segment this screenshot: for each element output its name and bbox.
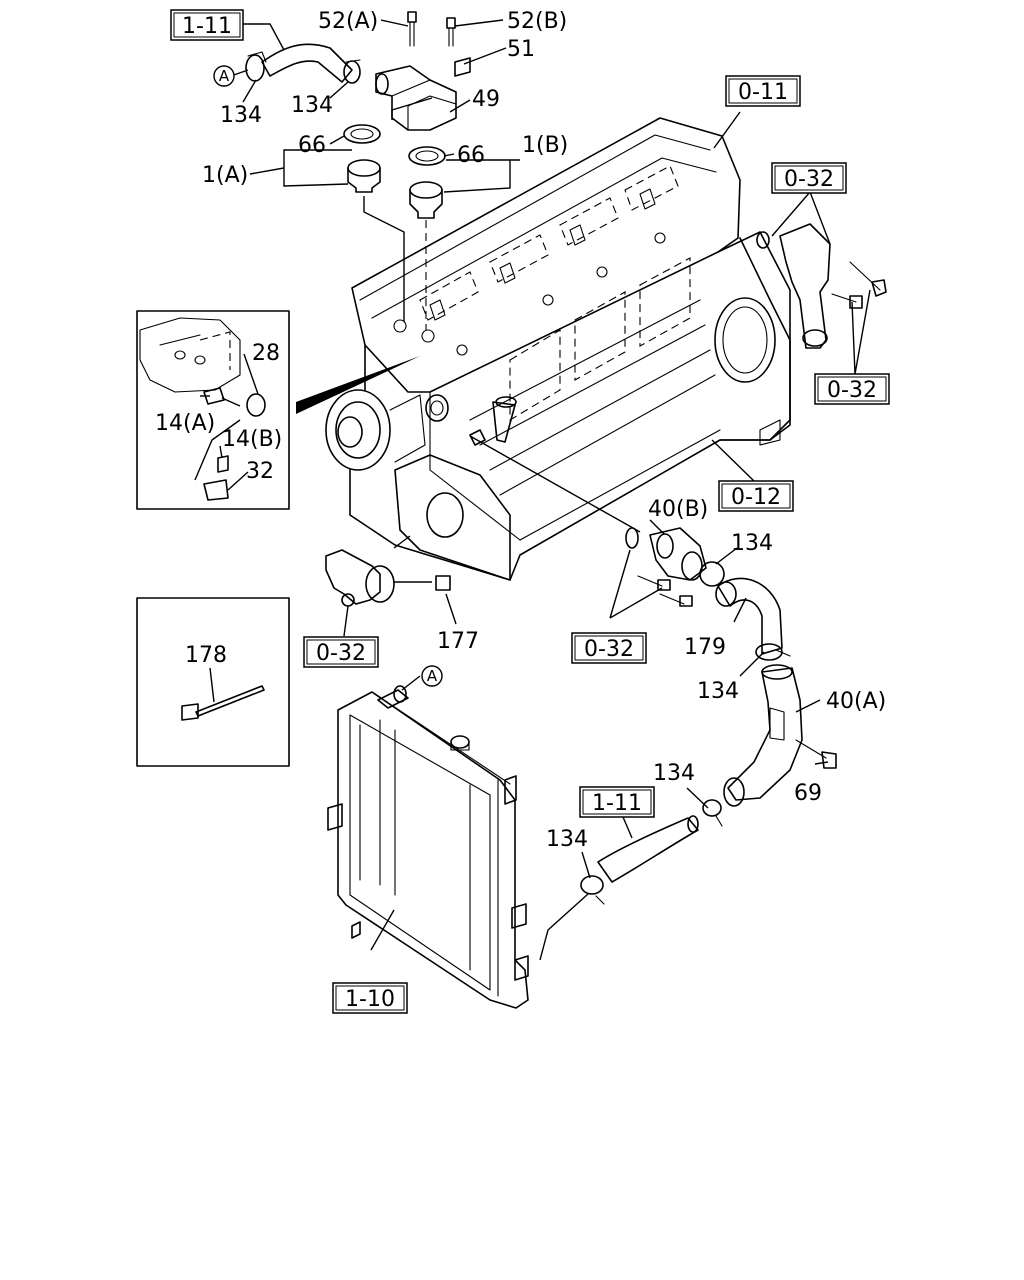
callout-40a: 40(A) bbox=[826, 689, 886, 714]
svg-text:1-11: 1-11 bbox=[592, 791, 642, 816]
callout-134-top-left: 134 bbox=[220, 103, 262, 128]
svg-text:0-32: 0-32 bbox=[316, 641, 366, 666]
circle-a-marker-top: A bbox=[213, 65, 235, 87]
callout-32: 32 bbox=[246, 459, 274, 484]
svg-text:0-11: 0-11 bbox=[738, 80, 788, 105]
svg-text:0-32: 0-32 bbox=[584, 637, 634, 662]
callout-179: 179 bbox=[684, 635, 726, 660]
ref-box-1-10: 1-10 bbox=[332, 982, 408, 1014]
svg-text:0-32: 0-32 bbox=[784, 167, 834, 192]
svg-text:A: A bbox=[219, 67, 230, 85]
ref-box-0-12: 0-12 bbox=[718, 480, 794, 512]
callout-52b: 52(B) bbox=[507, 9, 567, 34]
svg-text:0-32: 0-32 bbox=[827, 378, 877, 403]
svg-text:0-12: 0-12 bbox=[731, 485, 781, 510]
callout-14a: 14(A) bbox=[155, 411, 215, 436]
circle-a-marker-radiator: A bbox=[421, 665, 443, 687]
ref-box-1-11-lower: 1-11 bbox=[579, 786, 655, 818]
callout-178: 178 bbox=[185, 643, 227, 668]
callout-177: 177 bbox=[437, 629, 479, 654]
callout-134-lower: 134 bbox=[697, 679, 739, 704]
ref-box-0-32-outlet: 0-32 bbox=[571, 632, 647, 664]
callout-52a: 52(A) bbox=[318, 9, 378, 34]
ref-box-0-11: 0-11 bbox=[725, 75, 801, 107]
callout-49: 49 bbox=[472, 87, 500, 112]
callout-1a: 1(A) bbox=[202, 163, 248, 188]
svg-text:A: A bbox=[427, 667, 438, 685]
callout-14b: 14(B) bbox=[222, 427, 282, 452]
callout-134-elbow: 134 bbox=[731, 531, 773, 556]
engine-block bbox=[325, 117, 791, 581]
ref-box-1-11-top: 1-11 bbox=[170, 9, 244, 41]
callout-134-top-mid: 134 bbox=[291, 93, 333, 118]
rear-water-outlet bbox=[756, 223, 887, 349]
radiator bbox=[327, 685, 529, 1009]
inset-cable-tie bbox=[136, 597, 290, 767]
lower-hose-group bbox=[539, 815, 699, 961]
callout-69: 69 bbox=[794, 781, 822, 806]
ref-box-0-32-mount: 0-32 bbox=[303, 636, 379, 668]
engine-mount bbox=[325, 549, 451, 607]
callout-134-hose-bottom: 134 bbox=[546, 827, 588, 852]
callout-66-right: 66 bbox=[457, 143, 485, 168]
svg-text:1-11: 1-11 bbox=[182, 14, 232, 39]
svg-text:1-10: 1-10 bbox=[345, 987, 395, 1012]
inset-drain-plug bbox=[136, 310, 290, 510]
callout-40b: 40(B) bbox=[648, 497, 708, 522]
callout-1b: 1(B) bbox=[522, 133, 568, 158]
inset-pointer bbox=[296, 356, 420, 414]
leader-lines bbox=[200, 19, 871, 951]
ref-box-0-32-right: 0-32 bbox=[814, 373, 890, 405]
callout-51: 51 bbox=[507, 37, 535, 62]
callout-28: 28 bbox=[252, 341, 280, 366]
thermostat-housing-group bbox=[245, 11, 471, 330]
callout-134-hose-top: 134 bbox=[653, 761, 695, 786]
callout-66-left: 66 bbox=[298, 133, 326, 158]
coolant-outlet-pipe-group bbox=[625, 527, 837, 827]
ref-box-0-32-upper-right: 0-32 bbox=[771, 162, 847, 194]
